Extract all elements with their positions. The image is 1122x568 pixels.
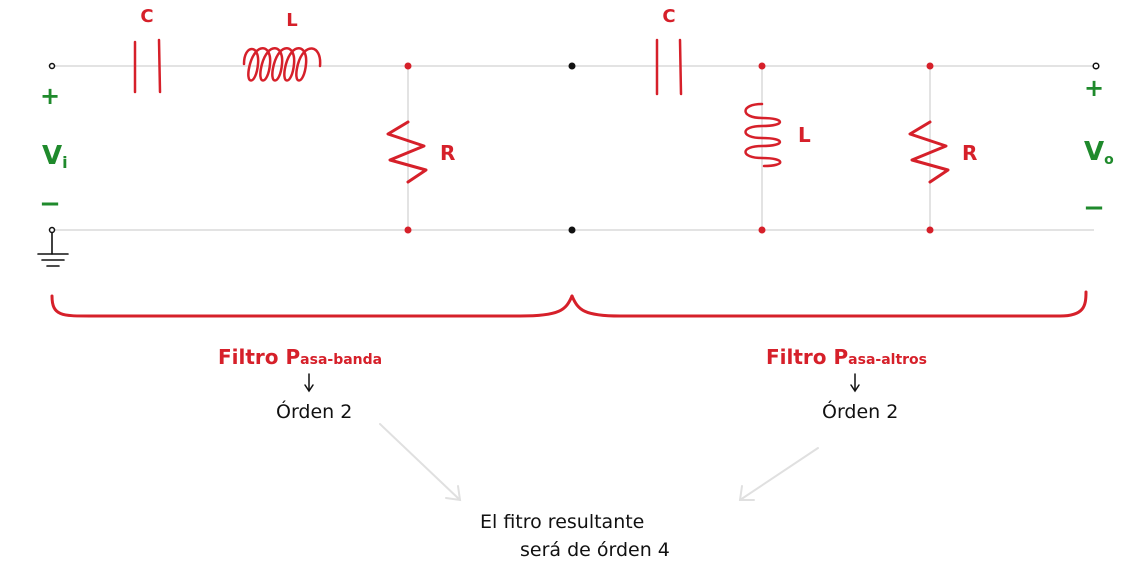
output-terminal-top	[1092, 62, 1100, 70]
bandpass-main: Filtro P	[218, 345, 300, 369]
l2-label: L	[798, 123, 811, 147]
inductor-l2: L	[744, 102, 811, 168]
bandpass-rest: asa-banda	[300, 352, 382, 368]
vo-label: Vo	[1084, 137, 1114, 168]
vi-main: V	[42, 141, 62, 171]
junction-dot-top	[568, 62, 576, 70]
output-minus-sign: −	[1083, 193, 1105, 223]
arrow-right-to-result	[738, 447, 819, 501]
input-voltage: + Vi −	[39, 82, 68, 219]
highpass-filter-label: Filtro Pasa-altros	[766, 345, 927, 369]
result-line-1: El fitro resultante	[480, 511, 644, 533]
inductor-l1: L	[242, 10, 322, 82]
resistor-r2: R	[908, 120, 977, 184]
r2-label: R	[962, 141, 977, 165]
input-plus-sign: +	[40, 82, 60, 110]
brace-left	[50, 294, 574, 318]
result-line-2: será de órden 4	[520, 539, 670, 561]
vi-label: Vi	[42, 141, 68, 172]
vi-subscript: i	[62, 153, 67, 172]
output-plus-sign: +	[1084, 74, 1104, 102]
c2-label: C	[662, 6, 675, 27]
node-dot	[758, 62, 766, 70]
capacitor-c2: C	[655, 6, 683, 96]
highpass-main: Filtro P	[766, 345, 848, 369]
capacitor-c1: C	[133, 6, 162, 94]
node-dot	[926, 226, 934, 234]
input-terminal-top	[48, 62, 56, 70]
node-dots	[404, 62, 934, 234]
order-left-label: Órden 2	[276, 399, 352, 423]
order-right-label: Órden 2	[822, 399, 898, 423]
highpass-rest: asa-altros	[848, 352, 927, 368]
bandpass-filter-label: Filtro Pasa-banda	[218, 345, 382, 369]
ground-symbol	[37, 229, 69, 267]
vo-subscript: o	[1104, 152, 1114, 168]
junction-dot-bottom	[568, 226, 576, 234]
brace-right	[570, 290, 1088, 318]
arrow-left-to-result	[379, 423, 462, 502]
l1-label: L	[286, 10, 297, 31]
input-terminal-bottom	[48, 226, 56, 234]
vo-main: V	[1084, 137, 1104, 167]
input-minus-sign: −	[39, 189, 61, 219]
resistor-r1: R	[386, 120, 455, 184]
down-arrow-left	[304, 373, 314, 393]
node-dot	[404, 62, 412, 70]
down-arrow-right	[850, 373, 860, 393]
output-voltage: + Vo −	[1083, 74, 1114, 223]
node-dot	[758, 226, 766, 234]
node-dot	[926, 62, 934, 70]
c1-label: C	[140, 6, 153, 27]
node-dot	[404, 226, 412, 234]
r1-label: R	[440, 141, 455, 165]
